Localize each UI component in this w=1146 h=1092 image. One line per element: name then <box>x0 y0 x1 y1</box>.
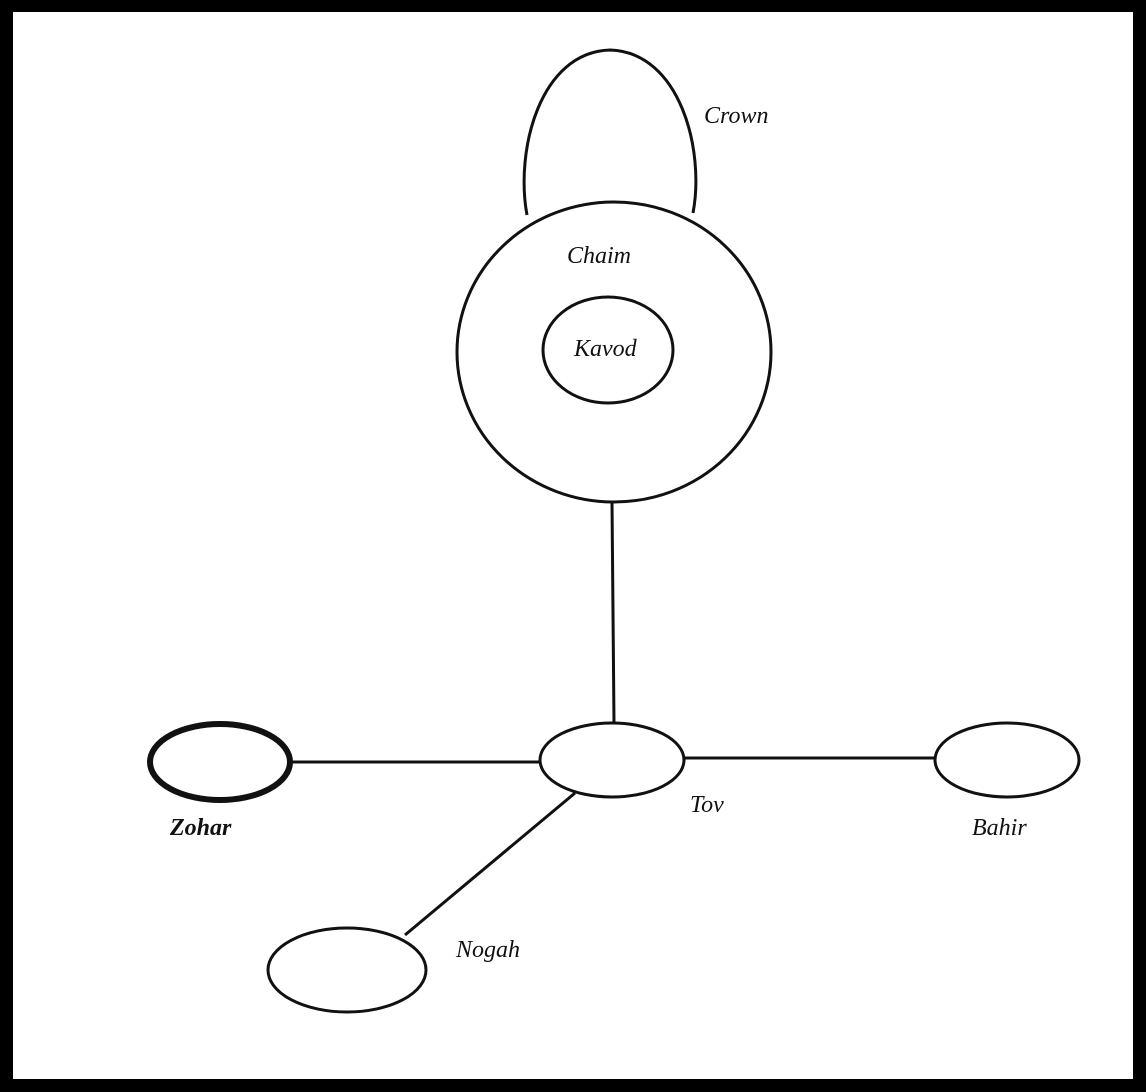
tov-ellipse <box>538 721 686 799</box>
paper <box>13 12 1133 1079</box>
edge-chaim-tov <box>610 501 616 724</box>
nogah-ellipse <box>266 926 428 1014</box>
crown-loop <box>522 48 698 216</box>
kavod-ellipse <box>541 295 675 405</box>
chaim-circle <box>455 200 773 504</box>
bahir-label: Bahir <box>972 815 1027 841</box>
bahir-ellipse <box>933 721 1081 799</box>
nogah-label: Nogah <box>456 937 521 963</box>
chaim-label: Chaim <box>567 243 632 269</box>
tov-label: Tov <box>690 792 724 818</box>
kavod-label: Kavod <box>574 336 637 362</box>
crown-label: Crown <box>704 103 769 129</box>
zohar-ellipse <box>147 721 293 803</box>
edge-tov-nogah <box>404 791 576 937</box>
zohar-label: Zohar <box>170 815 232 841</box>
